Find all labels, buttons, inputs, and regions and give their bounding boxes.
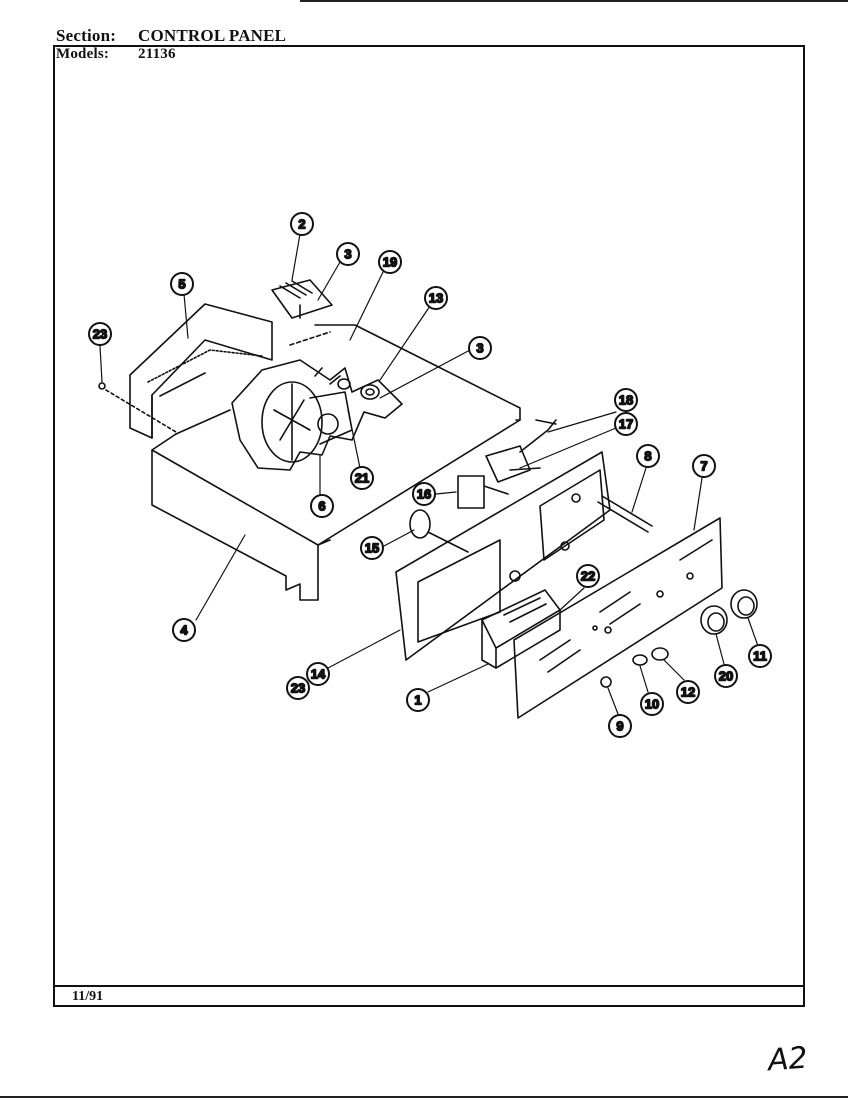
section-label: Section: (56, 26, 117, 45)
callout-5: 5 (170, 272, 194, 296)
callout-12: 12 (676, 680, 700, 704)
callout-15: 15 (360, 536, 384, 560)
callout-label: 10 (645, 697, 659, 712)
callout-label: 1 (414, 693, 421, 708)
selector-knob (409, 509, 469, 553)
terminal-block (271, 279, 333, 346)
rod (597, 495, 653, 533)
callout-2: 2 (290, 212, 314, 236)
callout-label: 2 (298, 217, 305, 232)
callout-21: 21 (350, 466, 374, 490)
callout-label: 19 (383, 255, 397, 270)
callout-23-b: 23 (286, 676, 310, 700)
screw (98, 382, 177, 433)
callout-label: 23 (291, 681, 305, 696)
revision-date: 11/91 (72, 989, 104, 1004)
callout-label: 3 (344, 247, 351, 262)
callout-22: 22 (576, 564, 600, 588)
housing-box (151, 324, 521, 601)
callout-label: 12 (681, 685, 695, 700)
callout-10: 10 (640, 692, 664, 716)
models-label: Models: (56, 46, 110, 62)
models-value: 21136 (138, 46, 176, 62)
front-panel (513, 517, 723, 719)
callout-14: 14 (306, 662, 330, 686)
callout-label: 20 (719, 669, 733, 684)
grommets (337, 378, 380, 400)
callout-7: 7 (692, 454, 716, 478)
callout-label: 15 (365, 541, 379, 556)
callout-label: 6 (318, 499, 325, 514)
callout-19: 19 (378, 250, 402, 274)
callout-label: 7 (700, 459, 707, 474)
callout-6: 6 (310, 494, 334, 518)
bottom-rule (0, 1096, 848, 1098)
callout-20: 20 (714, 664, 738, 688)
housing-cutaway (231, 359, 403, 471)
callout-label: 4 (180, 623, 188, 638)
timer-module (481, 589, 561, 669)
callout-3: 3 (336, 242, 360, 266)
models-header: Models: 21136 (56, 46, 176, 63)
section-header: Section: CONTROL PANEL (56, 26, 286, 46)
section-value: CONTROL PANEL (138, 26, 287, 45)
callout-13: 13 (424, 286, 448, 310)
top-rule (300, 0, 848, 2)
callout-label: 3 (476, 341, 483, 356)
footer-divider (53, 985, 805, 987)
callout-label: 9 (616, 719, 623, 734)
callout-label: 16 (417, 487, 431, 502)
callout-3-b: 3 (468, 336, 492, 360)
leader-lines (99, 233, 759, 715)
callout-16: 16 (412, 482, 436, 506)
callout-label: 23 (93, 327, 107, 342)
callout-label: 22 (581, 569, 595, 584)
switch-assembly (457, 419, 557, 509)
callout-9: 9 (608, 714, 632, 738)
diagram-frame (53, 45, 805, 1007)
callout-label: 11 (753, 649, 767, 664)
control-knobs (700, 589, 758, 635)
callout-11: 11 (748, 644, 772, 668)
indicator-parts (600, 647, 669, 688)
callout-label: 14 (311, 667, 326, 682)
callout-label: 8 (644, 449, 651, 464)
callout-17: 17 (614, 412, 638, 436)
callout-1: 1 (406, 688, 430, 712)
page-mark-handwritten: A2 (766, 1040, 809, 1079)
callout-label: 5 (178, 277, 185, 292)
callout-label: 18 (619, 393, 633, 408)
callout-4: 4 (172, 618, 196, 642)
callout-8: 8 (636, 444, 660, 468)
callout-18: 18 (614, 388, 638, 412)
callout-label: 21 (355, 471, 369, 486)
rear-bracket (129, 303, 273, 439)
callout-label: 17 (619, 417, 633, 432)
callout-23: 23 (88, 322, 112, 346)
callout-label: 13 (429, 291, 443, 306)
